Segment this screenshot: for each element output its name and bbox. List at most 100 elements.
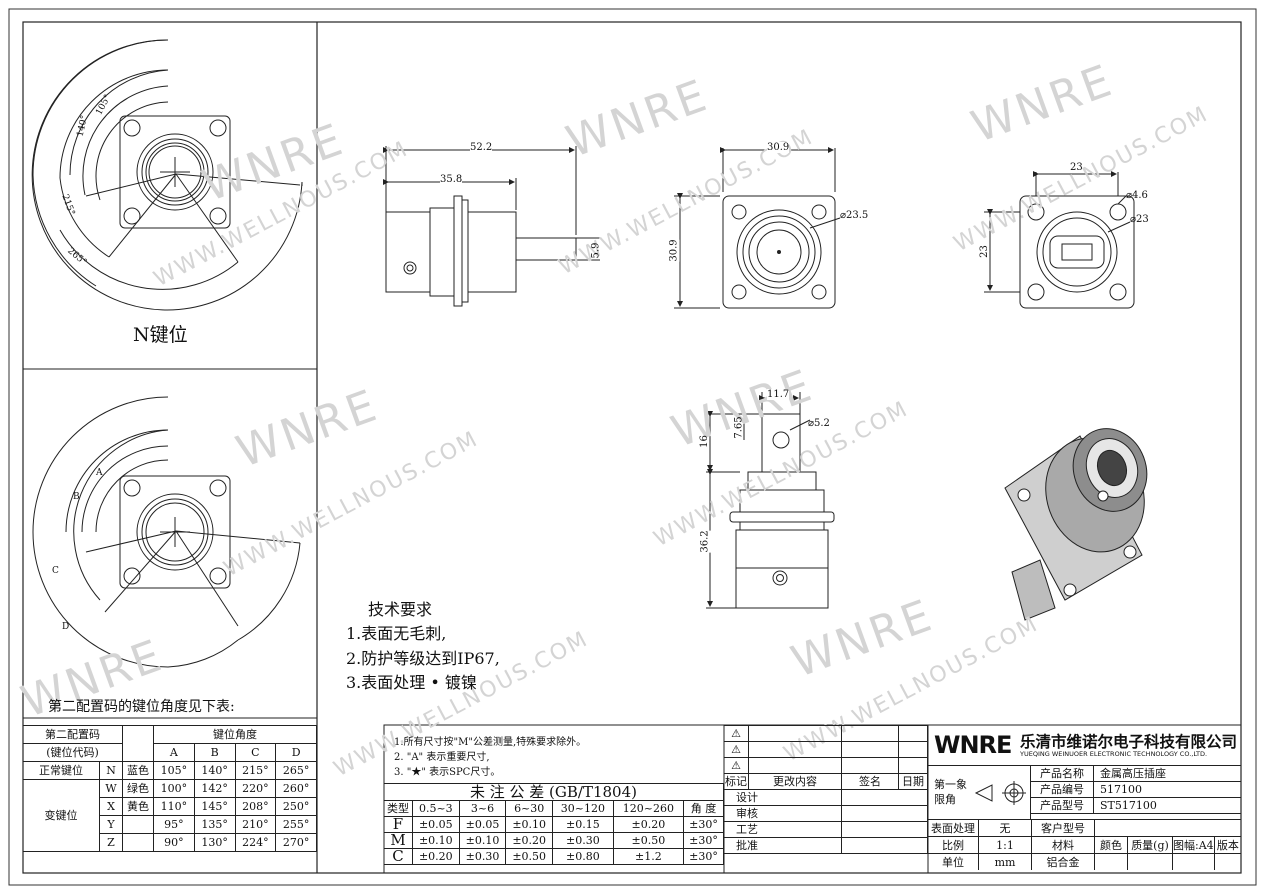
col-header: 日期 — [898, 773, 928, 790]
key-code: N — [99, 761, 123, 780]
tol-cell: ±0.05 — [458, 816, 507, 833]
tol-type: F — [384, 816, 413, 833]
note: 1.所有尺寸按"M"公差测量,特殊要求除外。 — [394, 737, 587, 748]
back-view — [984, 171, 1135, 309]
info-label: 颜色 — [1094, 836, 1128, 854]
angle-cell: 208° — [234, 797, 277, 816]
dim-label: 30.9 — [767, 142, 790, 153]
info-label: 产品型号 — [1030, 797, 1094, 814]
company-header: WNRE 乐清市维诺尔电子科技有限公司 YUEQING WEINUOER ELE… — [928, 725, 1241, 766]
col-header: 角 度 — [683, 800, 724, 817]
tech-item: 1.表面无毛刺, — [346, 624, 447, 643]
tolerance-table: 未 注 公 差 (GB/T1804) 类型 0.5~3 3~6 6~30 30~… — [384, 783, 724, 865]
tol-cell: ±0.80 — [552, 848, 614, 865]
warning-icon: ⚠ — [724, 725, 749, 742]
col-header: B — [193, 743, 236, 762]
key-code: X — [99, 797, 123, 816]
info-label: 质量(g) — [1127, 836, 1173, 854]
tol-cell: ±0.15 — [552, 816, 614, 833]
dim-label: 30.9 — [668, 239, 680, 262]
angle-cell: 140° — [193, 761, 236, 780]
tech-title: 技术要求 — [368, 600, 433, 619]
front-view — [674, 147, 841, 309]
angle-cell: 220° — [234, 779, 277, 798]
angle-cell: 265° — [275, 761, 317, 780]
dim-label: ⌀23 — [1130, 214, 1149, 225]
col-header: 3~6 — [458, 800, 507, 817]
table-row: 变键位 W 绿色 100° 142° 220° 260° — [23, 779, 317, 852]
tol-cell: ±0.30 — [552, 832, 614, 849]
key-code: Z — [99, 833, 123, 852]
hdr-angle: 键位角度 — [153, 725, 317, 744]
tech-item: 2.防护等级达到IP67, — [346, 649, 500, 668]
tol-cell: ±0.10 — [458, 832, 507, 849]
angle-cell: 260° — [275, 779, 317, 798]
dim-label: 11.7 — [767, 389, 790, 400]
col-header: 30~120 — [552, 800, 614, 817]
tol-cell: ±0.20 — [505, 832, 554, 849]
key-color: 蓝色 — [122, 761, 154, 780]
tol-cell: ±30° — [683, 848, 724, 865]
tol-cell: ±30° — [683, 832, 724, 849]
company-name-en: YUEQING WEINUOER ELECTRONIC TECHNOLOGY C… — [1020, 750, 1208, 758]
info-label: 材料 — [1031, 836, 1095, 854]
table-row: 正常键位 N 蓝色 105° 140° 215° 265° — [23, 761, 317, 780]
dim-label: 16 — [698, 435, 710, 448]
tol-cell: ±0.30 — [458, 848, 507, 865]
product-name: 金属高压插座 — [1093, 765, 1241, 782]
info-label: 比例 — [928, 836, 979, 854]
dim-label: 23 — [978, 245, 990, 258]
dim-label: ⌀23.5 — [840, 210, 869, 221]
unit-value: mm — [978, 853, 1032, 870]
col-header: 120~260 — [612, 800, 685, 817]
side-view — [383, 146, 600, 307]
info-label: 客户型号 — [1031, 819, 1095, 837]
angle-cell: 90° — [153, 833, 195, 852]
col-header: D — [275, 743, 317, 762]
n-key-view — [31, 39, 303, 311]
info-label: 产品名称 — [1030, 765, 1094, 782]
key-code: W — [99, 779, 123, 798]
col-header: 0.5~3 — [412, 800, 460, 817]
key-angle-table: 第二配置码 键位角度 (键位代码) A B C D 正常键位 N 蓝色 105°… — [23, 725, 317, 852]
angle-label: B — [73, 492, 80, 502]
tol-cell: ±30° — [683, 816, 724, 833]
row-label: 变键位 — [23, 779, 100, 852]
material-value: 铝合金 — [1031, 853, 1095, 870]
tol-type: M — [384, 832, 413, 849]
bottom-view — [706, 392, 835, 609]
key-color — [122, 815, 154, 834]
row-label: 正常键位 — [23, 761, 100, 780]
angle-cell: 255° — [275, 815, 317, 834]
projection-symbol-icon — [974, 781, 1026, 805]
table-row: C ±0.20 ±0.30 ±0.50 ±0.80 ±1.2 ±30° — [384, 848, 724, 865]
key-code: Y — [99, 815, 123, 834]
tol-cell: ±0.50 — [612, 832, 685, 849]
info-table: 产品名称 金属高压插座 产品编号 517100 产品型号 ST517100 — [1030, 765, 1241, 814]
angle-cell: 210° — [234, 815, 277, 834]
col-header: 6~30 — [505, 800, 554, 817]
second-key-note: 第二配置码的键位角度见下表: — [48, 699, 235, 715]
tol-cell: ±0.20 — [612, 816, 685, 833]
surface-value: 无 — [978, 819, 1032, 837]
tol-cell: ±0.10 — [412, 832, 460, 849]
angle-cell: 105° — [153, 761, 195, 780]
key-color: 黄色 — [122, 797, 154, 816]
sign-row: 批准 — [724, 837, 842, 854]
warning-icon: ⚠ — [724, 741, 749, 758]
iso-view — [1004, 428, 1148, 621]
dim-label: 7.65 — [733, 416, 745, 439]
tol-cell: ±0.05 — [412, 816, 460, 833]
projection-label: 第一象限角 — [934, 778, 967, 806]
table-row: Y 95° 135° 210° 255° — [23, 815, 317, 834]
tol-cell: ±0.20 — [412, 848, 460, 865]
sign-row: 审核 — [724, 805, 842, 822]
info-label: 单位 — [928, 853, 979, 870]
angle-label: D — [62, 622, 70, 632]
dim-label: 52.2 — [470, 142, 493, 153]
col-header: 类型 — [384, 800, 413, 817]
col-header: C — [234, 743, 277, 762]
angle-cell: 130° — [193, 833, 236, 852]
col-header: 更改内容 — [748, 773, 842, 790]
